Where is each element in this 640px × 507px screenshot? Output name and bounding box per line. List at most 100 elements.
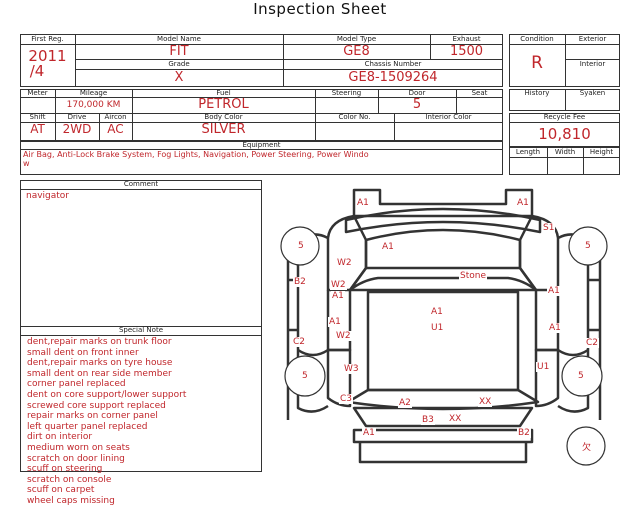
mark-left-front-door-w2: W2: [330, 280, 347, 290]
length-label: Length: [515, 148, 541, 156]
mark-left-fender-b2: B2: [293, 277, 307, 287]
mark-hood-center: A1: [381, 242, 395, 252]
mileage-label: Mileage: [79, 89, 108, 97]
special-note-item: repair marks on corner panel: [27, 411, 158, 422]
shift-value: AT: [30, 122, 45, 136]
width-label: Width: [554, 148, 576, 156]
mark-left-fender-w2: W2: [336, 258, 353, 268]
mark-rear-right-wheel: 5: [577, 371, 585, 381]
special-note-item: left quarter panel replaced: [27, 421, 148, 432]
mark-front-right-wheel: 5: [584, 241, 592, 251]
mark-stamp: 欠: [581, 443, 593, 453]
mark-roof-u1: U1: [430, 323, 445, 333]
mark-front-right-fender: S1: [542, 223, 556, 233]
shift-label: Shift: [29, 113, 46, 121]
recycle-fee-value: 10,810: [538, 125, 591, 143]
mark-roof-a1: A1: [430, 307, 444, 317]
door-value: 5: [412, 97, 422, 112]
special-note-item: scuff on carpet: [27, 485, 95, 496]
specs-block: [20, 89, 503, 141]
special-note-item: screwed core support replaced: [27, 400, 166, 411]
chassis-number-value: GE8-1509264: [348, 70, 438, 85]
chassis-number-label: Chassis Number: [364, 60, 422, 68]
special-note-item: scratch on door lining: [27, 453, 125, 464]
syaken-label: Syaken: [579, 89, 606, 97]
drive-value: 2WD: [62, 122, 92, 136]
special-note-item: small dent on rear side member: [27, 368, 172, 379]
mark-left-rear-c3: C3: [339, 394, 354, 404]
mark-trunk-xx: XX: [478, 397, 493, 407]
special-note-item: scratch on console: [27, 474, 112, 485]
comment-label: Comment: [123, 180, 159, 188]
first-reg-label: First Reg.: [31, 35, 64, 43]
exhaust-value: 1500: [449, 44, 484, 59]
mark-right-quarter-u1: U1: [536, 362, 551, 372]
mark-front-left-wheel: 5: [297, 241, 305, 251]
first-reg-month: /4: [29, 62, 45, 80]
steering-label: Steering: [331, 89, 362, 97]
mark-rear-xx: XX: [448, 414, 463, 424]
mark-trunk-a2: A2: [398, 398, 412, 408]
mark-left-side-c2: C2: [292, 337, 307, 347]
history-block: [509, 89, 620, 111]
equipment-line-1: Air Bag, Anti-Lock Brake System, Fog Lig…: [23, 150, 369, 159]
special-note-item: small dent on front inner: [27, 347, 139, 358]
mark-left-front-door-a1: A1: [331, 291, 345, 301]
body-color-label: Body Color: [204, 113, 243, 121]
special-note-item: dent,repair marks on trunk floor: [27, 337, 172, 347]
interior-label: Interior: [579, 60, 606, 68]
equipment-line-2: w: [23, 159, 30, 168]
vehicle-info-block: [20, 34, 503, 87]
equipment-block: [20, 141, 503, 175]
special-note-item: dent on core support/lower support: [27, 389, 187, 400]
mark-right-side-c2: C2: [585, 338, 600, 348]
history-label: History: [524, 89, 550, 97]
model-name-label: Model Name: [157, 35, 201, 43]
aircon-value: AC: [107, 122, 124, 136]
mark-right-front-door: A1: [547, 286, 561, 296]
body-color-value: SILVER: [201, 122, 246, 137]
recycle-fee-label: Recycle Fee: [543, 113, 586, 121]
color-no-label: Color No.: [338, 113, 371, 121]
first-reg-year: 2011: [28, 47, 67, 65]
equipment-label: Equipment: [242, 141, 281, 149]
door-label: Door: [408, 89, 426, 97]
interior-color-label: Interior Color: [425, 113, 472, 121]
comment-text: navigator: [26, 191, 70, 201]
exterior-label: Exterior: [578, 35, 607, 43]
seat-label: Seat: [471, 89, 488, 97]
height-label: Height: [589, 148, 614, 156]
special-note-item: corner panel replaced: [27, 379, 126, 390]
mark-rear-b3: B3: [421, 415, 435, 425]
mark-rear-left-bumper: A1: [362, 428, 376, 438]
grade-value: X: [174, 70, 184, 85]
special-note-item: scuff on steering: [27, 464, 103, 475]
special-note-item: dirt on interior: [27, 432, 93, 443]
mark-rear-left-wheel: 5: [301, 371, 309, 381]
grade-label: Grade: [168, 60, 190, 68]
special-note-item: wheel caps missing: [27, 495, 115, 506]
dimensions-block: [509, 147, 620, 175]
special-note-item: medium worn on seats: [27, 442, 130, 453]
mark-left-quarter-w3: W3: [343, 364, 360, 374]
fuel-label: Fuel: [216, 89, 231, 97]
mark-left-rear-door-w2: W2: [335, 331, 352, 341]
equipment-text: Air Bag, Anti-Lock Brake System, Fog Lig…: [23, 150, 493, 168]
condition-label: Condition: [520, 35, 554, 43]
mileage-value: 170,000 KM: [66, 100, 121, 110]
special-note-label: Special Note: [118, 326, 164, 334]
model-name-value: FIT: [169, 44, 189, 59]
condition-grade: R: [531, 53, 543, 73]
mark-left-rear-door-a1: A1: [328, 317, 342, 327]
special-note-item: dent,repair marks on tyre house: [27, 358, 173, 369]
mark-right-rear-door: A1: [548, 323, 562, 333]
mark-rear-right-bumper: B2: [517, 428, 531, 438]
recycle-fee-block: [509, 113, 620, 147]
mark-roof-stone: Stone: [459, 271, 487, 281]
mark-front-right-corner: A1: [516, 198, 530, 208]
drive-label: Drive: [67, 113, 87, 121]
aircon-label: Aircon: [104, 113, 127, 121]
exhaust-label: Exhaust: [452, 35, 481, 43]
condition-block: [509, 34, 620, 87]
